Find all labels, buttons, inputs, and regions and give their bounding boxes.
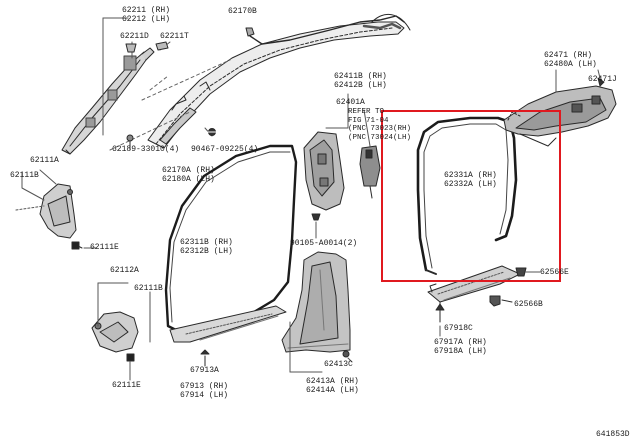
rear-door-weatherstrip-62331A <box>416 116 518 275</box>
dashed-leaders-top <box>109 59 231 151</box>
clip-62566B <box>489 295 513 307</box>
label-62111B-bottom: 62111B <box>134 284 163 293</box>
label-62471: 62471 (RH) 62480A (LH) <box>544 51 597 69</box>
label-62566E: 62566E <box>540 268 569 277</box>
leader-lines-62411B <box>315 93 371 239</box>
label-62413A: 62413A (RH) 62414A (LH) <box>306 377 359 395</box>
harness-62170B <box>245 14 411 45</box>
label-62471J: 62471J <box>588 75 617 84</box>
label-62211T: 62211T <box>160 32 189 41</box>
label-62111B-top: 62111B <box>10 171 39 180</box>
label-67913: 67913 (RH) 67914 (LH) <box>180 382 229 400</box>
label-62331A: 62331A (RH) 62332A (LH) <box>444 171 497 189</box>
leader-lines-62413A <box>289 321 353 373</box>
label-90467: 90467-09225(4) <box>191 145 259 154</box>
label-62311B: 62311B (RH) 62312B (LH) <box>180 238 233 256</box>
clip-62211D <box>125 43 137 53</box>
drawing-number: 641853D <box>596 430 630 439</box>
center-pillar-upper-62411B <box>303 131 345 221</box>
cowl-side-62111A <box>39 183 83 250</box>
label-62170B: 62170B <box>228 7 257 16</box>
label-62411B: 62411B (RH) 62412B (LH) <box>334 72 387 90</box>
label-62111E-top: 62111E <box>90 243 119 252</box>
center-pillar-lower-62413A <box>281 251 351 358</box>
label-62566B: 62566B <box>514 300 543 309</box>
label-62401A: 62401A <box>336 98 365 107</box>
leader-lines-62471 <box>555 69 601 93</box>
roof-garnish-62170A <box>147 21 405 149</box>
label-90105: 90105-A0014(2) <box>290 239 358 248</box>
label-67918C: 67918C <box>444 324 473 333</box>
leader-lines-62112A <box>97 282 151 381</box>
label-refer-to: REFER TO FIG 71-04 (PNC 73023(RH) (PNC 7… <box>348 108 412 142</box>
label-62170A: 62170A (RH) 62180A (LH) <box>162 166 215 184</box>
label-62111A: 62111A <box>30 156 59 165</box>
highlight-box <box>381 110 561 282</box>
cowl-side-62112A <box>91 311 139 362</box>
label-62111E-bottom: 62111E <box>112 381 141 390</box>
label-62189: 62189-33010(4) <box>112 145 180 154</box>
scuff-plate-67913 <box>169 305 287 367</box>
label-62112A: 62112A <box>110 266 139 275</box>
screw-90467 <box>207 128 217 136</box>
belt-anchor-62401A <box>359 145 381 199</box>
label-62413C: 62413C <box>324 360 353 369</box>
clip-62211T <box>155 41 169 51</box>
clip-62566E <box>515 267 527 277</box>
label-62211D: 62211D <box>120 32 149 41</box>
pillar-garnish-62211 <box>61 47 155 155</box>
label-62211: 62211 (RH) 62212 (LH) <box>122 6 171 24</box>
leader-lines-62111A <box>15 169 97 249</box>
screw-62189 <box>126 134 134 147</box>
label-67913A: 67913A <box>190 366 219 375</box>
leader-lines-rear <box>439 271 541 337</box>
label-67917A: 67917A (RH) 67918A (LH) <box>434 338 487 356</box>
